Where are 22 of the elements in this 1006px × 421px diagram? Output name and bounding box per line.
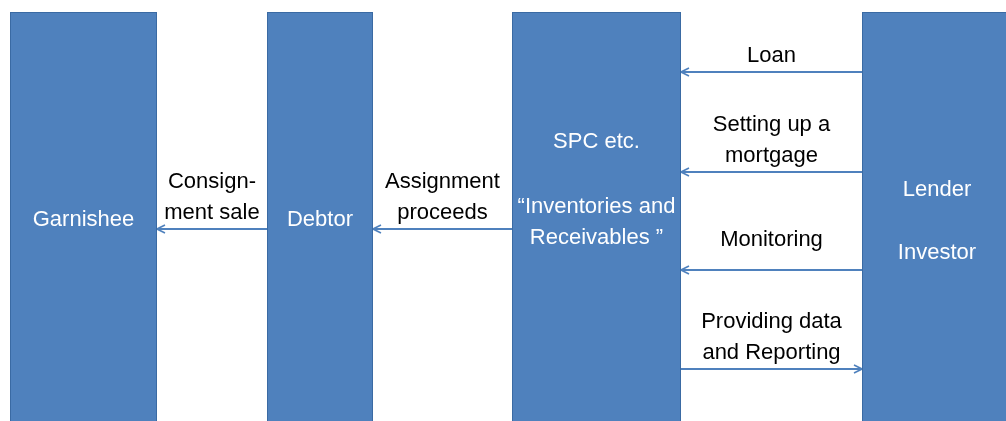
entity-box xyxy=(512,12,681,421)
node-label: SPC etc. xyxy=(552,127,641,155)
arrow xyxy=(372,224,513,234)
node-label: “Inventories and Receivables ” xyxy=(516,192,677,251)
node-label: Garnishee xyxy=(31,205,136,233)
node-label: Debtor xyxy=(285,205,354,233)
edge-label: Assignment proceeds xyxy=(384,167,501,226)
arrow xyxy=(156,224,268,234)
node-label: Investor xyxy=(896,238,978,266)
edge-label: Monitoring xyxy=(719,225,824,253)
arrow xyxy=(680,364,863,374)
entity-box xyxy=(267,12,373,421)
arrow xyxy=(680,265,863,275)
arrow xyxy=(680,167,863,177)
edge-label: Providing data and Reporting xyxy=(700,307,843,366)
entity-box xyxy=(862,12,1006,421)
entity-box xyxy=(10,12,157,421)
edge-label: Consign- ment sale xyxy=(163,167,261,226)
edge-label: Loan xyxy=(746,41,797,69)
node-label: Lender xyxy=(901,175,973,203)
edge-label: Setting up a mortgage xyxy=(711,110,832,169)
arrow xyxy=(680,67,863,77)
